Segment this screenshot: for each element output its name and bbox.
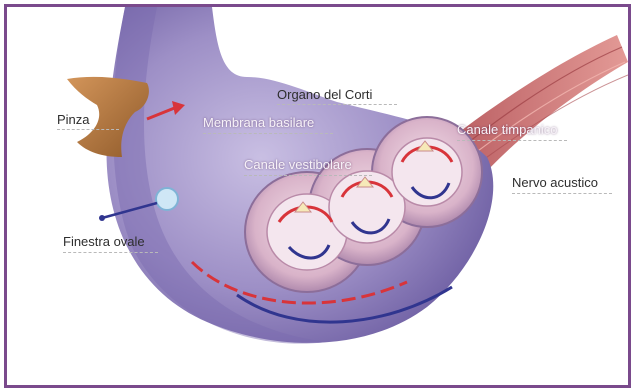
label-pinza: Pinza xyxy=(57,112,90,127)
label-organo-del-corti: Organo del Corti xyxy=(277,87,372,102)
figure-frame: Pinza Finestra ovale Organo del Corti Me… xyxy=(4,4,631,388)
label-nervo-acustico: Nervo acustico xyxy=(512,175,598,190)
cochlea-illustration xyxy=(7,7,628,385)
label-membrana-basilare: Membrana basilare xyxy=(203,115,314,130)
label-canale-vestibolare: Canale vestibolare xyxy=(244,157,352,172)
leader-finestra-ovale xyxy=(63,252,158,253)
leader-membrana-basilare xyxy=(203,133,333,134)
leader-canale-timpanico xyxy=(457,140,567,141)
leader-canale-vestibolare xyxy=(244,175,372,176)
leader-nervo-acustico xyxy=(512,193,612,194)
leader-organo-del-corti xyxy=(277,104,397,105)
label-finestra-ovale: Finestra ovale xyxy=(63,234,145,249)
label-canale-timpanico: Canale timpanico xyxy=(457,122,557,137)
leader-pinza xyxy=(57,129,119,130)
